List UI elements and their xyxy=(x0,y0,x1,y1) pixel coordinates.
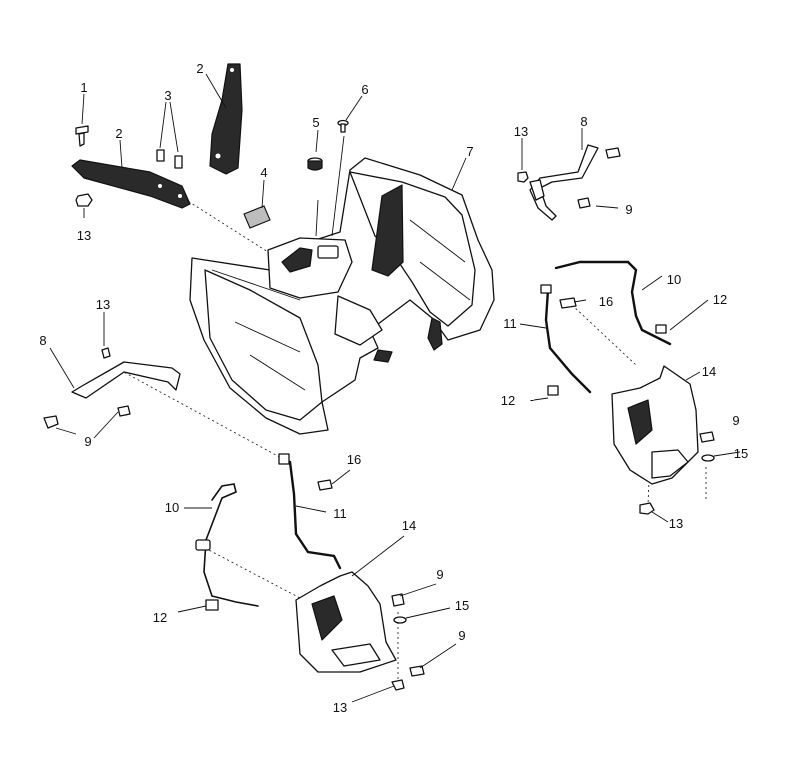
leader-dash: - xyxy=(530,392,534,407)
callout-9: 9 xyxy=(436,567,443,582)
callout-2: 2 xyxy=(196,61,203,76)
bracket-horizontal xyxy=(71,159,191,209)
callout-12: 12 xyxy=(713,292,727,307)
screws-part-9-upper xyxy=(577,147,621,209)
screws-part-9-left xyxy=(43,405,131,429)
fender-flap-lower xyxy=(295,571,425,677)
callout-6: 6 xyxy=(361,82,368,97)
screw-part-6 xyxy=(337,119,349,133)
callout-12: 12 xyxy=(501,393,515,408)
callout-15: 15 xyxy=(734,446,748,461)
grommet-part-5 xyxy=(307,157,323,171)
callout-9: 9 xyxy=(625,202,632,217)
callout-13: 13 xyxy=(514,124,528,139)
rods-upper-right xyxy=(540,260,672,396)
callout-9: 9 xyxy=(84,434,91,449)
rear-fender-body xyxy=(189,157,495,435)
leader-lines xyxy=(49,73,741,703)
callout-5: 5 xyxy=(312,115,319,130)
callout-11: 11 xyxy=(333,506,347,521)
callout-13: 13 xyxy=(669,516,683,531)
callout-7: 7 xyxy=(466,144,473,159)
callout-1: 1 xyxy=(80,80,87,95)
nut-part-13 xyxy=(75,171,655,691)
callout-8: 8 xyxy=(39,333,46,348)
screw-part-1 xyxy=(75,125,89,147)
bracket-part-8-left xyxy=(71,361,181,399)
callout-16: 16 xyxy=(347,452,361,467)
callout-10: 10 xyxy=(667,272,681,287)
rods-lower-left xyxy=(195,453,342,611)
callout-labels: 1 2 2 3 4 5 6 7 8 8 9 9 9 9 9 10 10 11 1… xyxy=(39,61,748,715)
callout-9: 9 xyxy=(458,628,465,643)
rivets-part-3 xyxy=(156,149,183,169)
decal-part-4 xyxy=(243,205,271,229)
callout-16: 16 xyxy=(599,294,613,309)
callout-4: 4 xyxy=(260,165,267,180)
callout-14: 14 xyxy=(702,364,716,379)
callout-8: 8 xyxy=(580,114,587,129)
callout-13: 13 xyxy=(77,228,91,243)
callout-15: 15 xyxy=(455,598,469,613)
callout-11: 11 xyxy=(503,316,517,331)
callout-9: 9 xyxy=(732,413,739,428)
callout-14: 14 xyxy=(402,518,416,533)
callout-12: 12 xyxy=(153,610,167,625)
fender-flap-right xyxy=(611,365,715,485)
callout-10: 10 xyxy=(165,500,179,515)
callout-2: 2 xyxy=(115,126,122,141)
callout-13: 13 xyxy=(333,700,347,715)
bracket-vertical xyxy=(209,63,243,175)
bracket-part-8-upper xyxy=(529,144,599,221)
callout-3: 3 xyxy=(164,88,171,103)
callout-13: 13 xyxy=(96,297,110,312)
